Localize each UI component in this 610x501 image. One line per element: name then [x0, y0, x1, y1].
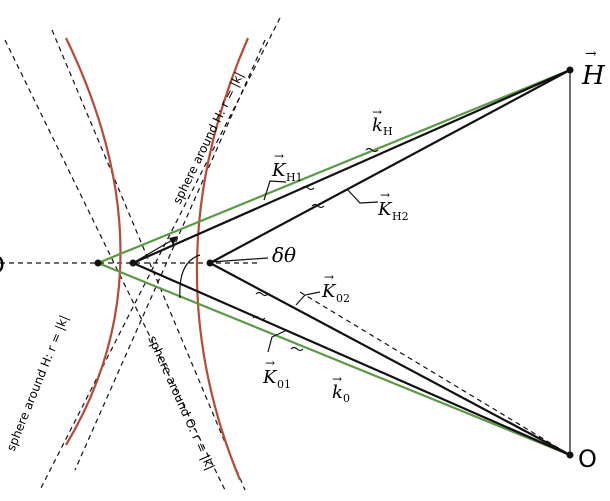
dashed-line-right-1	[39, 17, 281, 491]
vec-arrow-kH: →	[372, 105, 382, 119]
label-kH: k	[372, 115, 383, 136]
point-origin-1	[94, 259, 102, 267]
arrowhead	[169, 236, 178, 245]
vector-K-01	[132, 261, 571, 457]
label-sphere-O: sphere around O: r = |k|	[145, 334, 217, 473]
label-KH2: K	[377, 199, 393, 220]
dashed-line-left-2	[51, 29, 246, 491]
point-origin-2	[129, 259, 137, 267]
label-O: O	[578, 445, 597, 473]
leader-K-02	[295, 291, 321, 306]
label-K01-sub: 01	[277, 378, 291, 391]
label-k0-sub: 0	[343, 392, 350, 405]
dashed-line-K02	[299, 291, 571, 456]
leader-K-01	[267, 330, 286, 353]
vector-K-H2	[209, 69, 571, 264]
leader-K-H2	[346, 188, 379, 204]
green-vector-kH	[97, 68, 571, 265]
red-sphere-left	[65, 37, 122, 446]
label-delta-theta: δθ	[272, 243, 296, 267]
break-marks	[252, 147, 379, 352]
vec-arrow-H: →	[585, 46, 597, 62]
red-sphere-right	[195, 37, 250, 481]
vec-arrow-K02: →	[324, 270, 334, 284]
vec-arrow-KH2: →	[380, 188, 390, 202]
label-K02-sub: 02	[336, 292, 350, 305]
green-vector-k0	[97, 261, 571, 457]
dashed-line-left-1	[4, 39, 226, 491]
label-H: H	[581, 61, 606, 91]
arrow-shaft	[132, 238, 175, 264]
label-K01: K	[262, 367, 278, 388]
vec-arrow-K01: →	[265, 356, 275, 370]
label-kH-sub: H	[383, 125, 393, 138]
label-left-cut: O	[0, 251, 5, 279]
point-origin-3	[206, 259, 214, 267]
label-k0: k	[332, 382, 343, 403]
vector-K-02	[209, 262, 571, 456]
label-sphere-H-lower: sphere around H: r = |k|	[4, 313, 71, 453]
vec-arrow-k0: →	[332, 372, 342, 386]
dashed-line-right-2	[74, 39, 266, 471]
vector-K-H1	[132, 68, 571, 265]
vec-arrow-KH1: →	[274, 149, 284, 163]
label-KH1: K	[271, 160, 287, 181]
label-K02: K	[321, 281, 337, 302]
point-O	[566, 451, 574, 459]
label-KH2-sub: H2	[392, 210, 409, 223]
vector-labels: H → O O k H → K H1 → K H2 → δθ K 02 → K …	[0, 46, 606, 473]
label-sphere-H-upper: sphere around H: r = |k|	[170, 70, 246, 207]
label-KH1-sub: H1	[286, 171, 303, 184]
leader-K-H1	[263, 180, 287, 201]
delta-theta-leader	[210, 257, 269, 263]
point-H	[566, 66, 574, 74]
delta-theta-arc	[179, 254, 201, 299]
